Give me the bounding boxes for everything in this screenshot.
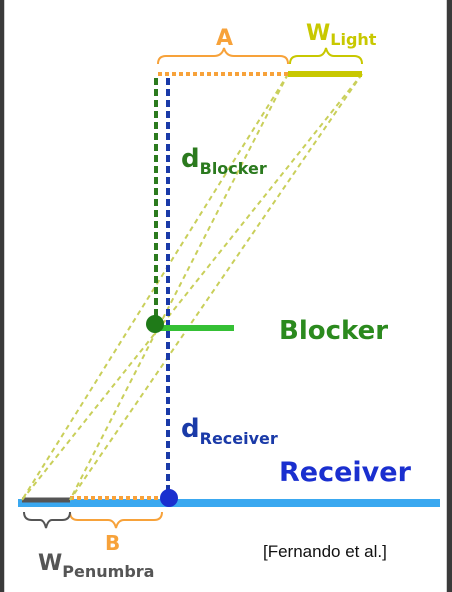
label-blocker: Blocker xyxy=(279,316,388,346)
brace-w-light-icon xyxy=(289,47,363,65)
brace-w-penumbra-icon xyxy=(23,511,71,529)
label-b: B xyxy=(105,531,120,555)
light-ray xyxy=(69,73,289,501)
label-w-penumbra-main: W xyxy=(38,551,62,576)
label-a: A xyxy=(216,26,233,51)
light-ray xyxy=(21,73,363,501)
label-w-light: WLight xyxy=(306,21,377,49)
brace-a-icon xyxy=(157,47,289,65)
blocker-point xyxy=(146,315,164,333)
label-d-receiver-main: d xyxy=(181,414,200,444)
brace-b-icon xyxy=(69,511,163,529)
label-d-receiver-sub: Receiver xyxy=(200,429,278,448)
label-d-blocker: dBlocker xyxy=(181,144,267,178)
label-d-blocker-main: d xyxy=(181,144,200,174)
receiver-point xyxy=(160,489,178,507)
citation: [Fernando et al.] xyxy=(263,542,387,561)
label-w-light-sub: Light xyxy=(330,30,377,49)
label-w-penumbra: WPenumbra xyxy=(38,551,154,581)
label-receiver: Receiver xyxy=(279,457,412,488)
label-w-light-main: W xyxy=(306,21,330,46)
diagram-frame xyxy=(4,0,447,592)
label-d-receiver: dReceiver xyxy=(181,414,278,448)
label-d-blocker-sub: Blocker xyxy=(200,159,267,178)
label-w-penumbra-sub: Penumbra xyxy=(62,562,154,581)
light-ray xyxy=(21,73,289,501)
